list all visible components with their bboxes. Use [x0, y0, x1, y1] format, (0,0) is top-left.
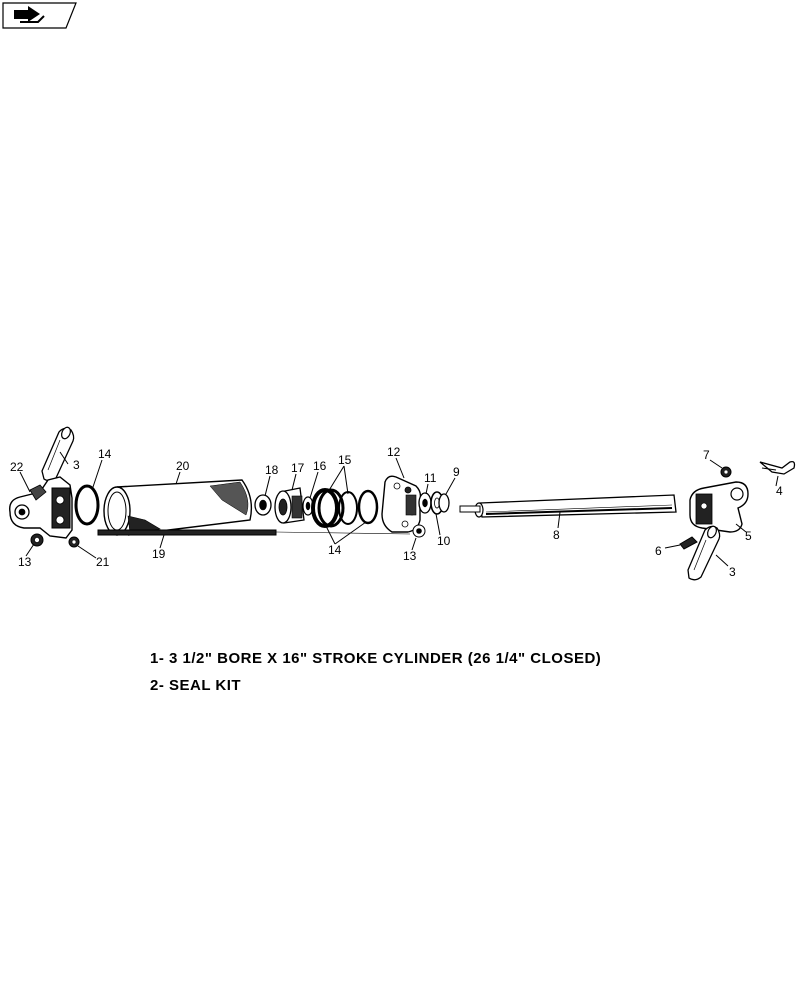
callout-7: 7 — [703, 448, 710, 462]
part-14-oring-right — [357, 489, 379, 525]
part-3-pin-top — [41, 426, 75, 482]
part-11-bushing — [418, 492, 432, 514]
part-7-fitting — [720, 466, 732, 478]
part-13-nut-right — [412, 524, 426, 538]
part-14-oring-left — [74, 484, 100, 526]
nav-button[interactable] — [2, 2, 77, 29]
callout-19: 19 — [152, 547, 166, 561]
callout-3-top: 3 — [73, 458, 80, 472]
parts-legend: 1- 3 1/2" BORE X 16" STROKE CYLINDER (26… — [150, 650, 601, 694]
part-9-wiper — [438, 493, 450, 513]
callout-14-right: 14 — [328, 543, 342, 557]
part-20-barrel — [103, 479, 253, 536]
callout-labels: 22 3 14 20 18 17 16 15 12 11 9 7 4 13 21… — [10, 445, 783, 579]
callout-15: 15 — [338, 453, 352, 467]
callout-8: 8 — [553, 528, 560, 542]
callout-3-bottom: 3 — [729, 565, 736, 579]
part-6-bolt — [679, 536, 698, 550]
caption-cylinder: 1- 3 1/2" BORE X 16" STROKE CYLINDER (26… — [150, 650, 601, 667]
callout-9: 9 — [453, 465, 460, 479]
part-3-pin-bottom — [687, 525, 721, 581]
callout-10: 10 — [437, 534, 451, 548]
part-21-nut — [68, 536, 80, 548]
callout-12: 12 — [387, 445, 401, 459]
part-12-rod-end-cap — [381, 475, 422, 533]
part-15-seals — [311, 488, 358, 528]
callout-11: 11 — [424, 471, 437, 485]
callout-5: 5 — [745, 529, 752, 543]
part-18-wiper — [254, 494, 272, 516]
leader-lines — [19, 451, 779, 567]
part-8-piston-rod — [459, 494, 677, 518]
callout-13-right: 13 — [403, 549, 417, 563]
part-13-nut-left — [30, 533, 44, 547]
caption-seal-kit: 2- SEAL KIT — [150, 677, 241, 694]
callout-18: 18 — [265, 463, 279, 477]
callout-17: 17 — [291, 461, 305, 475]
callout-13-left: 13 — [18, 555, 32, 569]
callout-22: 22 — [10, 460, 24, 474]
callout-6: 6 — [655, 544, 662, 558]
callout-20: 20 — [176, 459, 190, 473]
part-19-tie-rod — [97, 529, 411, 536]
part-5-rod-clevis — [689, 481, 749, 533]
callout-14-left: 14 — [98, 447, 112, 461]
arrow-icon — [14, 6, 45, 23]
part-17-piston — [274, 487, 305, 524]
callout-4: 4 — [776, 484, 783, 498]
part-4-cotter-pin — [759, 460, 796, 475]
callout-21: 21 — [96, 555, 110, 569]
part-22-base-clevis — [9, 476, 73, 539]
callout-16: 16 — [313, 459, 327, 473]
